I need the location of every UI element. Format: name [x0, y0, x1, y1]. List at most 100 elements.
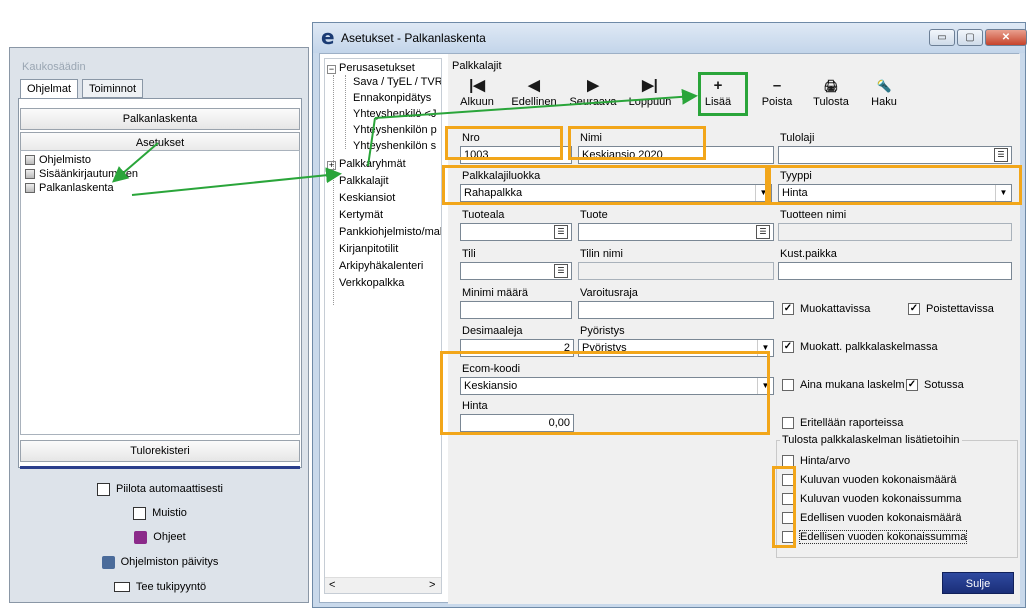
- edellisen-kokonaismaara-checkbox[interactable]: Edellisen vuoden kokonaismäärä: [782, 512, 961, 524]
- minimize-button[interactable]: ▭: [929, 29, 955, 46]
- tulolaji-field[interactable]: [778, 146, 1012, 164]
- tuote-picker-icon[interactable]: ☰: [756, 225, 770, 239]
- tree-item-sava[interactable]: Sava / TyEL / TVR: [353, 76, 442, 88]
- poista-button[interactable]: –Poista: [758, 76, 796, 108]
- piilota-automaattisesti-button[interactable]: Piilota automaattisesti: [10, 480, 310, 498]
- highlight-tyyppi: [768, 165, 1022, 205]
- eritellaan-raporteissa-checkbox[interactable]: Eritellään raporteissa: [782, 417, 903, 429]
- remote-title: Kaukosäädin: [22, 61, 86, 73]
- printer-icon: 🖨: [823, 79, 839, 93]
- palkanlaskenta-button[interactable]: Palkanlaskenta: [20, 108, 300, 130]
- tree-item-palkkalajit[interactable]: Palkkalajit: [339, 175, 389, 187]
- tilin-nimi-field: [578, 262, 774, 280]
- haku-button[interactable]: 🔦Haku: [866, 76, 902, 108]
- tuoteala-label: Tuoteala: [462, 209, 505, 221]
- tili-picker-icon[interactable]: ☰: [554, 264, 568, 278]
- chevron-down-icon[interactable]: ▼: [995, 185, 1011, 201]
- tree-item-yhteyshenkilon-s[interactable]: Yhteyshenkilön s: [353, 140, 437, 152]
- poistettavissa-checkbox[interactable]: ✓Poistettavissa: [908, 303, 994, 315]
- ohjelmiston-paivitys-button[interactable]: Ohjelmiston päivitys: [10, 553, 310, 571]
- highlight-lisaa: [698, 72, 748, 116]
- check-icon[interactable]: ✓: [906, 379, 918, 391]
- highlight-nimi: [568, 126, 706, 160]
- lisaa-button[interactable]: +Lisää: [696, 76, 740, 108]
- tyyppi-select[interactable]: Hinta: [778, 184, 1012, 202]
- tree-item-palkkaryhmat[interactable]: +Palkkaryhmät: [327, 158, 406, 170]
- tree-item-pankkiohjelmisto[interactable]: Pankkiohjelmisto/maksu: [339, 226, 441, 238]
- tulolaji-label: Tulolaji: [780, 132, 815, 144]
- tree-item-verkkopalkka[interactable]: Verkkopalkka: [339, 277, 405, 289]
- unchecked-box-icon[interactable]: [782, 417, 794, 429]
- asetukset-button[interactable]: Asetukset: [20, 132, 300, 154]
- keyboard-icon: [113, 582, 130, 592]
- aina-mukana-checkbox[interactable]: Aina mukana laskelm: [782, 379, 905, 391]
- tee-tukipyynto-button[interactable]: Tee tukipyyntö: [10, 578, 310, 596]
- previous-record-icon: ◀: [528, 77, 540, 94]
- tree-item-yhteyshenkilo-j[interactable]: Yhteyshenkilö <J: [353, 108, 437, 120]
- muokattavissa-checkbox[interactable]: ✓Muokattavissa: [782, 303, 871, 315]
- palkkalajiluokka-select[interactable]: Rahapalkka: [460, 184, 772, 202]
- highlight-palkkalajiluokka: [442, 165, 768, 205]
- scroll-right-icon[interactable]: >: [429, 579, 436, 591]
- ohjeet-button[interactable]: Ohjeet: [10, 528, 310, 546]
- scroll-left-icon[interactable]: <: [329, 579, 336, 591]
- list-item-ohjelmisto[interactable]: Ohjelmisto: [25, 153, 91, 167]
- unchecked-box-icon[interactable]: [782, 379, 794, 391]
- hinta-arvo-checkbox[interactable]: Hinta/arvo: [782, 455, 850, 467]
- tuoteala-picker-icon[interactable]: ☰: [554, 225, 568, 239]
- tree-item-keskiansiot[interactable]: Keskiansiot: [339, 192, 396, 204]
- kust-paikka-label: Kust.paikka: [780, 248, 837, 260]
- edellisen-kokonaissumma-checkbox[interactable]: Edellisen vuoden kokonaissumma: [782, 530, 968, 544]
- tulosta-button[interactable]: 🖨Tulosta: [810, 76, 852, 108]
- edellinen-button[interactable]: ◀Edellinen: [511, 77, 557, 108]
- note-icon: [133, 506, 147, 520]
- tree-item-arkipyhakalenteri[interactable]: Arkipyhäkalenteri: [339, 260, 424, 272]
- minimi-maara-field[interactable]: [460, 301, 572, 319]
- settings-tree: −Perusasetukset Sava / TyEL / TVR Ennako…: [324, 58, 442, 594]
- tree-item-ennakonpidatys[interactable]: Ennakonpidätys: [353, 92, 432, 104]
- app-logo-icon: e: [321, 25, 335, 49]
- check-icon[interactable]: ✓: [782, 303, 794, 315]
- close-window-button[interactable]: ✕: [985, 29, 1027, 46]
- maximize-button[interactable]: ▢: [957, 29, 983, 46]
- arrow-asetukset-to-palkanlaskenta: [111, 142, 159, 183]
- check-icon[interactable]: ✓: [782, 341, 794, 353]
- collapse-icon[interactable]: −: [327, 64, 336, 74]
- hinta-field[interactable]: 0,00: [460, 414, 574, 432]
- hinta-label: Hinta: [462, 400, 488, 412]
- muistio-button[interactable]: Muistio: [10, 504, 310, 522]
- kust-paikka-field[interactable]: [778, 262, 1012, 280]
- arrow-palkkalajit-up: [367, 117, 376, 167]
- tree-item-kertymat[interactable]: Kertymät: [339, 209, 384, 221]
- nro-label: Nro: [462, 132, 480, 144]
- tree-item-kirjanpitotilit[interactable]: Kirjanpitotilit: [339, 243, 399, 255]
- first-record-icon: |◀: [469, 77, 485, 94]
- tree-item-perusasetukset[interactable]: −Perusasetukset: [327, 62, 415, 74]
- ecom-koodi-select[interactable]: Keskiansio: [460, 377, 774, 395]
- palkkalajiluokka-label: Palkkalajiluokka: [462, 170, 541, 182]
- tulolaji-picker-icon[interactable]: ☰: [994, 148, 1008, 162]
- list-item-palkanlaskenta[interactable]: Palkanlaskenta: [25, 181, 114, 195]
- tab-toiminnot[interactable]: Toiminnot: [82, 79, 144, 98]
- tili-field[interactable]: [460, 262, 572, 280]
- sotussa-checkbox[interactable]: ✓Sotussa: [906, 379, 964, 391]
- document-icon: [25, 169, 35, 179]
- flashlight-icon: 🔦: [876, 79, 892, 93]
- tulorekisteri-button[interactable]: Tulorekisteri: [20, 440, 300, 462]
- alkuun-button[interactable]: |◀Alkuun: [456, 76, 498, 108]
- check-icon[interactable]: ✓: [908, 303, 920, 315]
- ecom-koodi-label: Ecom-koodi: [462, 363, 521, 375]
- muokatt-palkkalaskelmassa-checkbox[interactable]: ✓Muokatt. palkkalaskelmassa: [782, 341, 938, 353]
- window-client: −Perusasetukset Sava / TyEL / TVR Ennako…: [319, 53, 1020, 604]
- tuote-field[interactable]: [578, 223, 774, 241]
- remote-control-window: Kaukosäädin Ohjelmat Toiminnot Palkanlas…: [9, 47, 309, 603]
- last-record-icon: ▶|: [642, 77, 658, 94]
- add-icon: +: [713, 77, 723, 94]
- tree-horizontal-scrollbar[interactable]: < >: [325, 577, 441, 593]
- varoitusraja-field[interactable]: [578, 301, 774, 319]
- highlight-group-checkboxes: [772, 466, 796, 548]
- tuoteala-field[interactable]: [460, 223, 572, 241]
- update-icon: [101, 555, 115, 569]
- sulje-button[interactable]: Sulje: [942, 572, 1014, 594]
- help-book-icon: [134, 530, 148, 544]
